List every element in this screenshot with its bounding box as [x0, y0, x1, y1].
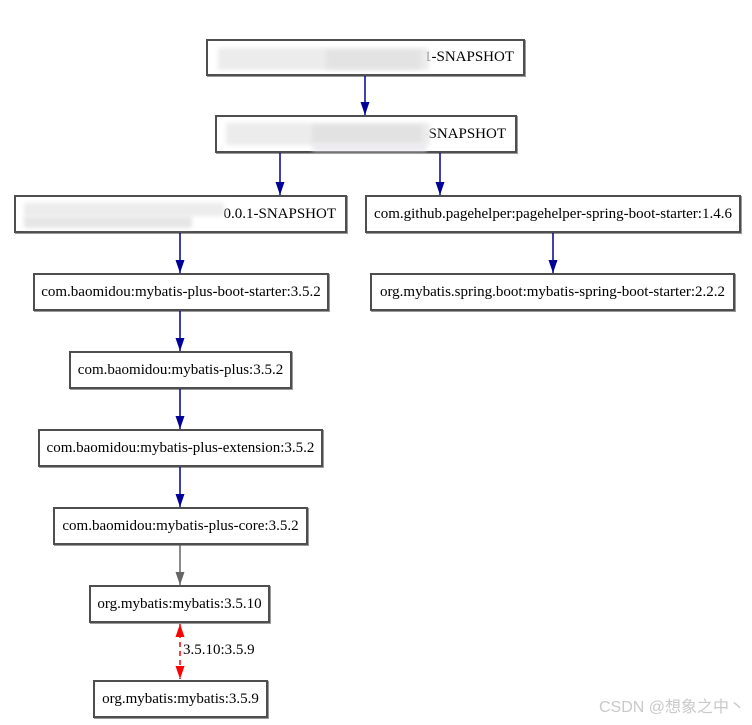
node-label: com.baomidou:mybatis-plus-extension:3.5.… [46, 439, 315, 456]
conflict-edge-label: 3.5.10:3.5.9 [183, 642, 255, 658]
node-label: 0.0.1-SNAPSHOT [223, 205, 336, 222]
node-label: org.mybatis:mybatis:3.5.10 [97, 595, 262, 612]
redacted-blur [326, 50, 421, 69]
node-parent-module[interactable]: -SNAPSHOT [215, 115, 517, 153]
node-mybatis-plus[interactable]: com.baomidou:mybatis-plus:3.5.2 [69, 351, 292, 389]
node-root-project[interactable]: 0.1-SNAPSHOT [206, 39, 525, 76]
redacted-blur [312, 143, 427, 151]
redacted-blur [312, 125, 422, 144]
node-app-module[interactable]: 0.0.1-SNAPSHOT [14, 195, 347, 233]
node-label: com.baomidou:mybatis-plus-boot-starter:3… [41, 283, 321, 300]
node-mybatis-plus-core[interactable]: com.baomidou:mybatis-plus-core:3.5.2 [53, 507, 308, 545]
node-label: 0.1-SNAPSHOT [412, 49, 514, 65]
node-label: com.baomidou:mybatis-plus-core:3.5.2 [62, 517, 299, 534]
node-mybatis-plus-boot-starter[interactable]: com.baomidou:mybatis-plus-boot-starter:3… [33, 273, 329, 311]
node-label: org.mybatis:mybatis:3.5.9 [102, 690, 259, 707]
node-mybatis-spring-boot-starter[interactable]: org.mybatis.spring.boot:mybatis-spring-b… [370, 273, 735, 311]
node-label: com.baomidou:mybatis-plus:3.5.2 [77, 361, 284, 378]
node-label: -SNAPSHOT [423, 125, 506, 142]
node-mybatis-3-5-10[interactable]: org.mybatis:mybatis:3.5.10 [89, 585, 270, 623]
node-mybatis-plus-extension[interactable]: com.baomidou:mybatis-plus-extension:3.5.… [38, 429, 323, 467]
csdn-watermark: CSDN @想象之中丶 [598, 699, 745, 716]
redacted-blur [24, 203, 224, 216]
redacted-blur [24, 216, 192, 228]
node-pagehelper-spring-boot-starter[interactable]: com.github.pagehelper:pagehelper-spring-… [365, 195, 741, 233]
node-label: com.github.pagehelper:pagehelper-spring-… [374, 205, 732, 222]
node-label: org.mybatis.spring.boot:mybatis-spring-b… [379, 283, 726, 300]
node-mybatis-3-5-9[interactable]: org.mybatis:mybatis:3.5.9 [93, 680, 268, 718]
